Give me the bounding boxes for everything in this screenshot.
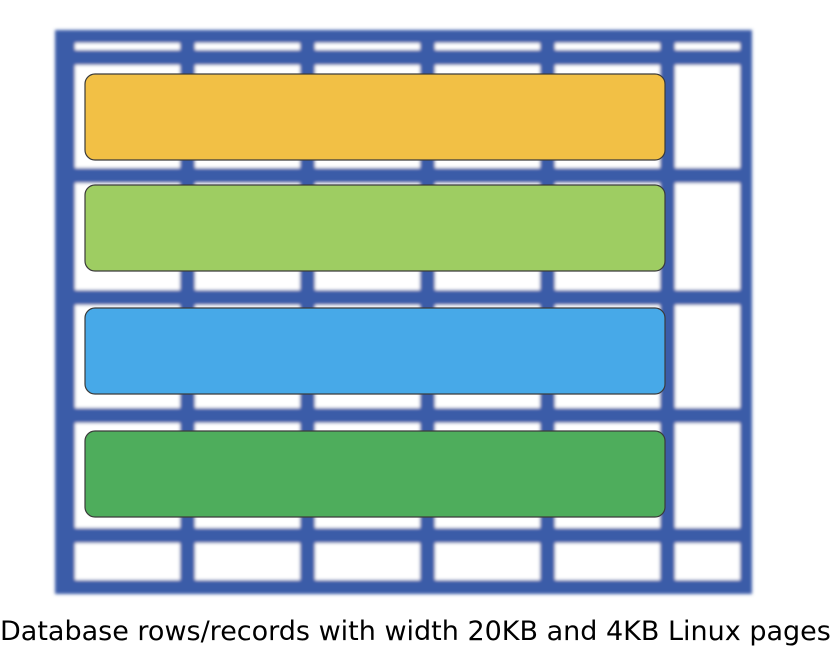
- grid-line-vertical: [665, 38, 671, 588]
- grid-cell: [435, 543, 540, 580]
- database-page-diagram: [55, 30, 752, 594]
- grid-line-horizontal: [68, 293, 748, 299]
- grid-cell: [75, 43, 180, 50]
- record-rows: [84, 73, 666, 518]
- record-row-4: [84, 430, 666, 518]
- grid-line-horizontal: [68, 532, 748, 538]
- grid-cell: [675, 65, 740, 168]
- grid-line-horizontal: [68, 412, 748, 418]
- grid-cell: [315, 543, 420, 580]
- grid-cell: [675, 183, 740, 290]
- grid-cell: [195, 43, 300, 50]
- grid-line-horizontal: [68, 54, 748, 60]
- diagram-caption: Database rows/records with width 20KB an…: [0, 616, 830, 647]
- grid-cell: [555, 43, 660, 50]
- grid-line-horizontal: [68, 172, 748, 178]
- record-row-3: [84, 307, 666, 395]
- record-row-2: [84, 184, 666, 272]
- grid-cell: [195, 543, 300, 580]
- grid-cell: [435, 43, 540, 50]
- grid-cell: [675, 423, 740, 528]
- grid-cell: [75, 543, 180, 580]
- grid-cell: [675, 43, 740, 50]
- record-row-1: [84, 73, 666, 161]
- grid-cell: [555, 543, 660, 580]
- grid-cell: [675, 305, 740, 408]
- grid-cell: [675, 543, 740, 580]
- grid-cell: [315, 43, 420, 50]
